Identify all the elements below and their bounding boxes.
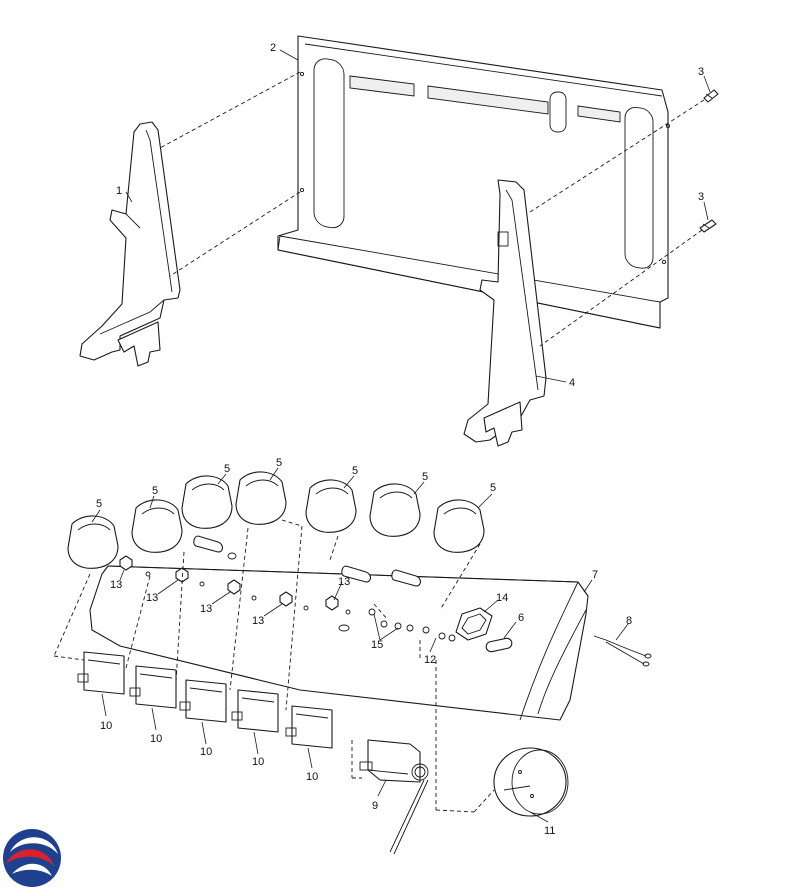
callout-2: 2 xyxy=(270,42,276,54)
indicator-lights xyxy=(193,535,422,587)
callout-6: 6 xyxy=(518,612,524,624)
callout-15: 15 xyxy=(371,639,383,651)
knob-6 xyxy=(369,483,421,537)
callout-10-c: 10 xyxy=(200,746,212,758)
callout-10-e: 10 xyxy=(306,771,318,783)
energy-regulator-1 xyxy=(77,651,125,695)
callout-5-c: 5 xyxy=(224,463,230,475)
rocker-switch xyxy=(455,607,493,641)
callout-13-d: 13 xyxy=(252,615,264,627)
callout-11: 11 xyxy=(544,825,555,837)
left-side-bracket xyxy=(79,121,181,367)
energy-regulator-5 xyxy=(285,705,333,749)
knob-2 xyxy=(131,499,183,553)
thermostat xyxy=(359,739,429,855)
assembly-lines-upper xyxy=(159,71,705,347)
callout-4: 4 xyxy=(569,377,575,389)
callout-13-e: 13 xyxy=(338,576,350,588)
callout-3-upper: 3 xyxy=(698,66,704,78)
knob-3 xyxy=(181,475,233,529)
callout-3-lower: 3 xyxy=(698,191,704,203)
callout-13-a: 13 xyxy=(110,579,122,591)
energy-regulator-2 xyxy=(129,665,177,709)
callout-5-d: 5 xyxy=(276,457,282,469)
callout-5-e: 5 xyxy=(352,465,358,477)
knob-1 xyxy=(67,515,119,569)
callout-1: 1 xyxy=(116,185,122,197)
screw-lower xyxy=(699,219,717,233)
callout-13-b: 13 xyxy=(146,592,158,604)
callout-labels: 2 1 3 3 4 5 5 5 5 5 5 5 7 14 6 8 15 12 1… xyxy=(96,42,704,837)
rocker-pins xyxy=(368,608,456,642)
callout-10-d: 10 xyxy=(252,756,264,768)
back-panel xyxy=(277,35,671,329)
screw-upper xyxy=(703,89,719,103)
wire-harness xyxy=(593,635,652,667)
energy-regulator-3 xyxy=(179,679,227,723)
indicator-lens xyxy=(485,637,513,653)
callout-10-b: 10 xyxy=(150,733,162,745)
callout-14: 14 xyxy=(496,592,508,604)
callout-5-b: 5 xyxy=(152,485,158,497)
callout-13-c: 13 xyxy=(200,603,212,615)
callout-8: 8 xyxy=(626,615,632,627)
callout-7: 7 xyxy=(592,569,598,581)
callout-5-f: 5 xyxy=(422,471,428,483)
callout-5-g: 5 xyxy=(490,482,496,494)
assembly-lines-lower xyxy=(53,519,495,813)
nuts-and-washers xyxy=(119,552,351,632)
callout-5-a: 5 xyxy=(96,498,102,510)
callout-10-a: 10 xyxy=(100,720,112,732)
knob-5 xyxy=(305,479,357,533)
brand-logo-icon xyxy=(3,829,61,887)
timer xyxy=(493,747,569,817)
knob-4 xyxy=(235,471,287,525)
leader-lines xyxy=(91,49,711,823)
callout-9: 9 xyxy=(372,800,378,812)
energy-regulator-4 xyxy=(231,689,279,733)
knob-7 xyxy=(433,499,485,553)
right-side-bracket xyxy=(463,179,547,447)
callout-12: 12 xyxy=(424,654,436,666)
